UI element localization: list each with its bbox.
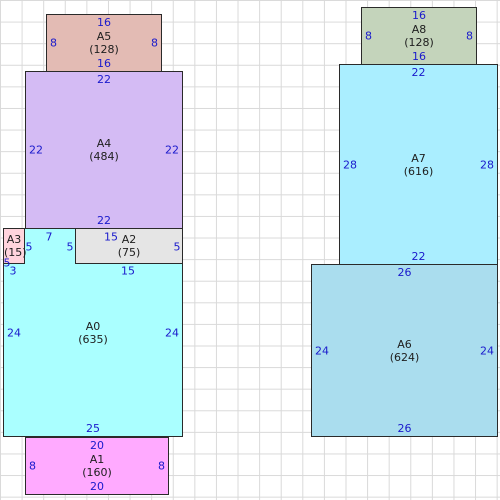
room-a1-area: (160) — [82, 466, 112, 479]
room-a0-bottom-dim: 25 — [86, 422, 100, 435]
room-a6-area: (624) — [389, 350, 420, 364]
room-a3-label: A3 (15) — [4, 233, 27, 259]
room-a2-name: A2 — [121, 233, 137, 246]
room-a2-right-dim: 5 — [173, 240, 181, 254]
room-a5-name: A5 — [96, 30, 112, 43]
room-a7-name: A7 — [411, 151, 426, 165]
room-a8-left-dim: 8 — [365, 29, 372, 43]
room-a2-label: A2 (75) — [76, 233, 182, 259]
room-a3-left-dim: 5 — [3, 256, 11, 270]
room-a3-bottom-dim: 3 — [9, 264, 17, 278]
room-a1-left-dim: 8 — [29, 459, 36, 473]
room-a2: A2 (75) — [75, 228, 183, 264]
room-a3-name: A3 — [6, 233, 22, 246]
room-a3: A3 (15) — [3, 228, 27, 264]
room-a8-label: A8 (128) — [362, 23, 476, 49]
room-a1: A1 (160) 20 20 8 8 — [25, 437, 169, 495]
room-a5-area: (128) — [89, 43, 119, 56]
room-a1-bottom-dim: 20 — [90, 480, 104, 493]
room-a7-bottom-dim: 22 — [411, 250, 426, 263]
room-a4-label: A4 (484) — [26, 137, 182, 163]
room-a4-left-dim: 22 — [29, 143, 43, 157]
room-a6-name: A6 — [397, 337, 412, 351]
room-a8-top-dim: 16 — [412, 9, 426, 22]
room-a7-top-dim: 22 — [411, 66, 426, 79]
room-a0-label: A0 (635) — [4, 320, 182, 346]
room-a2-top-dim: 15 — [104, 230, 118, 244]
room-a5: A5 (128) 16 16 8 8 — [46, 14, 162, 72]
room-a8-bottom-dim: 16 — [412, 50, 426, 63]
room-a5-label: A5 (128) — [47, 30, 161, 56]
room-a2-area: (75) — [117, 246, 141, 259]
room-a6: A6 (624) 26 26 24 24 — [311, 264, 498, 437]
room-a7-label: A7 (616) — [340, 152, 497, 178]
room-a5-top-dim: 16 — [97, 16, 111, 29]
room-a4: A4 (484) 22 22 22 22 — [25, 71, 183, 229]
room-a5-right-dim: 8 — [151, 36, 158, 50]
room-a5-left-dim: 8 — [50, 36, 57, 50]
room-a7-right-dim: 28 — [480, 158, 494, 171]
room-a4-right-dim: 22 — [165, 143, 179, 157]
room-a0-step-dim: 7 — [45, 230, 53, 244]
room-a1-top-dim: 20 — [90, 439, 104, 452]
room-a0-area: (635) — [78, 332, 108, 346]
room-a4-bottom-dim: 22 — [97, 214, 111, 227]
room-a4-area: (484) — [89, 150, 119, 163]
room-a4-top-dim: 22 — [97, 73, 111, 86]
room-a0-right-dim: 24 — [165, 326, 179, 339]
room-a6-bottom-dim: 26 — [397, 422, 412, 435]
room-a7-area: (616) — [403, 164, 434, 178]
room-a2-bottom-dim: 15 — [121, 264, 135, 278]
room-a7: A7 (616) 22 22 28 28 — [339, 64, 498, 265]
room-a8-name: A8 — [411, 23, 427, 36]
room-a6-left-dim: 24 — [315, 344, 329, 357]
room-a7-left-dim: 28 — [343, 158, 357, 171]
room-a6-label: A6 (624) — [312, 338, 497, 364]
room-a0-name: A0 — [85, 319, 101, 333]
room-a8: A8 (128) 16 16 8 8 — [361, 7, 477, 65]
room-a3-area: (15) — [4, 246, 27, 259]
room-a1-label: A1 (160) — [26, 453, 168, 479]
room-a3-right-dim: 5 — [25, 240, 33, 254]
room-a1-right-dim: 8 — [158, 459, 165, 473]
room-a6-right-dim: 24 — [480, 344, 494, 357]
room-a8-right-dim: 8 — [466, 29, 473, 43]
room-a1-name: A1 — [89, 453, 105, 466]
room-a2-left-dim: 5 — [66, 240, 74, 254]
room-a8-area: (128) — [404, 36, 434, 49]
room-a6-top-dim: 26 — [397, 266, 412, 279]
room-a4-name: A4 — [96, 137, 112, 150]
room-a5-bottom-dim: 16 — [97, 57, 111, 70]
room-a0-left-dim: 24 — [7, 326, 21, 339]
